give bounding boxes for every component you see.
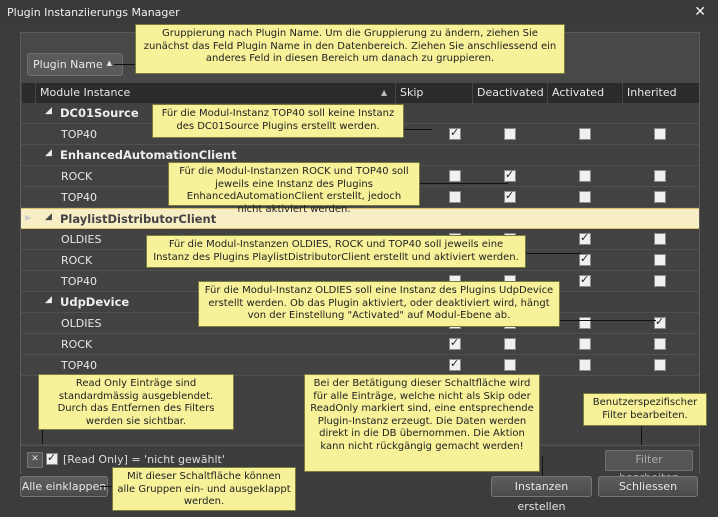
collapse-all-button[interactable]: Alle einklappen: [20, 476, 108, 497]
activated-checkbox[interactable]: [579, 317, 591, 329]
module-instance-cell: TOP40: [61, 359, 98, 372]
group-chip-label: Plugin Name: [33, 58, 103, 71]
group-name: EnhancedAutomationClient: [60, 148, 237, 162]
module-instance-cell: ROCK: [61, 254, 93, 267]
callout-enhanced-automation: Für die Modul-Instanzen ROCK und TOP40 s…: [168, 162, 420, 215]
inherited-checkbox[interactable]: [654, 233, 666, 245]
table-row[interactable]: ROCK: [21, 334, 699, 355]
callout-leader: [526, 253, 581, 254]
activated-checkbox[interactable]: [579, 170, 591, 182]
activated-checkbox[interactable]: [579, 191, 591, 203]
group-row[interactable]: ◢ EnhancedAutomationClient: [21, 145, 699, 166]
module-instance-cell: OLDIES: [61, 233, 102, 246]
filter-expression: [Read Only] = 'nicht gewählt': [63, 453, 225, 466]
module-instance-cell: ROCK: [61, 338, 93, 351]
close-icon[interactable]: ✕: [694, 4, 706, 20]
callout-dc01source: Für die Modul-Instanz TOP40 soll keine I…: [152, 104, 404, 138]
callout-leader: [114, 64, 135, 65]
inherited-checkbox[interactable]: [654, 191, 666, 203]
skip-checkbox[interactable]: [449, 170, 461, 182]
inherited-checkbox[interactable]: [654, 315, 666, 329]
module-instance-cell: OLDIES: [61, 317, 102, 330]
window-title: Plugin Instanziierungs Manager: [7, 6, 180, 19]
row-indicator-icon: ▶: [25, 213, 32, 222]
callout-leader: [641, 426, 642, 445]
close-button[interactable]: Schliessen: [598, 476, 698, 497]
callout-filter: Benutzerspezifischer Filter bearbeiten.: [583, 393, 707, 426]
activated-checkbox[interactable]: [579, 128, 591, 140]
deactivated-checkbox[interactable]: [504, 359, 516, 371]
group-chip-plugin-name[interactable]: Plugin Name ▲: [27, 53, 123, 76]
inherited-checkbox[interactable]: [654, 359, 666, 371]
callout-playlist-distributor: Für die Modul-Instanzen OLDIES, ROCK und…: [146, 235, 526, 268]
callout-grouping: Gruppierung nach Plugin Name. Um die Gru…: [135, 24, 565, 74]
activated-checkbox[interactable]: [579, 231, 591, 245]
callout-leader: [560, 320, 656, 321]
column-header-module-instance[interactable]: Module Instance: [35, 83, 399, 103]
create-instances-button[interactable]: Instanzen erstellen: [491, 476, 592, 513]
deactivated-checkbox[interactable]: [504, 168, 516, 182]
sort-ascending-icon: ▲: [381, 88, 388, 97]
inherited-checkbox[interactable]: [654, 275, 666, 287]
column-header-activated[interactable]: Activated: [547, 83, 622, 103]
column-header-deactivated[interactable]: Deactivated: [472, 83, 547, 103]
module-instance-cell: ROCK: [61, 170, 93, 183]
inherited-checkbox[interactable]: [654, 254, 666, 266]
edit-filter-button[interactable]: Filter bearbeiten: [605, 450, 693, 484]
collapse-group-icon[interactable]: ◢: [45, 106, 52, 116]
group-row[interactable]: ▶ ◢ PlaylistDistributorClient: [21, 208, 699, 229]
collapse-group-icon[interactable]: ◢: [45, 212, 52, 222]
module-instance-cell: TOP40: [61, 128, 98, 141]
filter-enabled-checkbox[interactable]: [46, 451, 58, 465]
group-name: PlaylistDistributorClient: [60, 212, 217, 226]
callout-create-instances: Bei der Betätigung dieser Schaltfläche w…: [304, 374, 540, 472]
collapse-group-icon[interactable]: ◢: [45, 148, 52, 158]
sort-ascending-icon: ▲: [106, 59, 112, 67]
skip-checkbox[interactable]: [449, 357, 461, 371]
table-row[interactable]: TOP40: [21, 355, 699, 376]
column-header-inherited[interactable]: Inherited: [622, 83, 699, 103]
column-header-skip[interactable]: Skip: [395, 83, 472, 103]
deactivated-checkbox[interactable]: [504, 128, 516, 140]
group-name: UdpDevice: [60, 295, 130, 309]
module-instance-cell: TOP40: [61, 191, 98, 204]
title-bar: Plugin Instanziierungs Manager ✕: [0, 0, 718, 26]
skip-checkbox[interactable]: [449, 191, 461, 203]
inherited-checkbox[interactable]: [654, 338, 666, 350]
callout-leader: [404, 129, 432, 130]
activated-checkbox[interactable]: [579, 273, 591, 287]
activated-checkbox[interactable]: [579, 359, 591, 371]
callout-leader: [100, 486, 112, 487]
callout-udpdevice: Für die Modul-Instanz OLDIES soll eine I…: [198, 281, 560, 327]
callout-collapse-all: Mit dieser Schaltfläche können alle Grup…: [112, 467, 296, 511]
collapse-group-icon[interactable]: ◢: [45, 295, 52, 305]
deactivated-checkbox[interactable]: [504, 189, 516, 203]
inherited-checkbox[interactable]: [654, 170, 666, 182]
group-name: DC01Source: [60, 106, 139, 120]
activated-checkbox[interactable]: [579, 252, 591, 266]
callout-leader: [42, 430, 43, 444]
skip-checkbox[interactable]: [449, 126, 461, 140]
module-instance-cell: TOP40: [61, 275, 98, 288]
column-header-row: Module Instance ▲ Skip Deactivated Activ…: [21, 83, 699, 104]
skip-checkbox[interactable]: [449, 336, 461, 350]
activated-checkbox[interactable]: [579, 338, 591, 350]
deactivated-checkbox[interactable]: [504, 338, 516, 350]
callout-read-only: Read Only Einträge sind standardmässig a…: [38, 374, 234, 430]
header-indicator-cell: [21, 83, 35, 103]
callout-leader: [420, 183, 508, 184]
clear-filter-icon[interactable]: ✕: [27, 452, 43, 468]
inherited-checkbox[interactable]: [654, 128, 666, 140]
callout-leader: [542, 456, 543, 476]
